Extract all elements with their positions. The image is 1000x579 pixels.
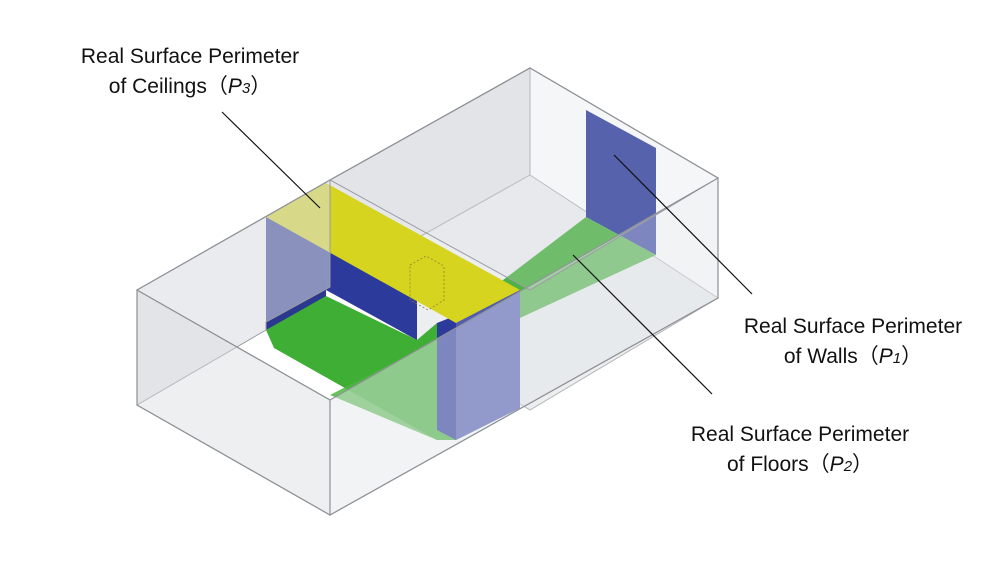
label-floors: Real Surface Perimeter of Floors（P2） xyxy=(665,420,935,482)
label-walls-text: of Walls xyxy=(783,345,858,368)
leader-ceilings xyxy=(221,111,321,209)
label-ceilings-line1: Real Surface Perimeter xyxy=(80,45,300,68)
floor-strip xyxy=(490,217,656,318)
label-ceilings: Real Surface Perimeter of Ceilings（P3） xyxy=(60,42,320,104)
label-walls-symbol: P xyxy=(878,345,893,368)
label-walls-line1: Real Surface Perimeter xyxy=(743,315,963,338)
label-floors-symbol: P xyxy=(829,453,844,476)
box-edges xyxy=(136,67,719,516)
label-floors-line1: Real Surface Perimeter xyxy=(690,423,910,446)
wall-front-outer xyxy=(456,290,520,440)
label-floors-subscript: 2 xyxy=(843,458,853,475)
floor-front-lower xyxy=(330,340,456,440)
label-ceilings-text: of Ceilings xyxy=(108,75,207,98)
label-ceilings-symbol: P xyxy=(227,75,242,98)
wall-right-panel xyxy=(586,110,656,255)
box-edge-inner xyxy=(329,177,719,401)
label-floors-text: of Floors xyxy=(726,453,809,476)
label-ceilings-line2: of Ceilings（P3） xyxy=(108,75,272,98)
leader-walls xyxy=(613,154,753,295)
label-walls-subscript: 1 xyxy=(892,350,902,367)
label-walls: Real Surface Perimeter of Walls（P1） xyxy=(718,312,988,374)
leader-floors xyxy=(572,254,713,395)
door-outline xyxy=(409,255,445,311)
label-floors-line2: of Floors（P2） xyxy=(726,453,874,476)
label-ceilings-subscript: 3 xyxy=(241,80,251,97)
label-walls-line2: of Walls（P1） xyxy=(783,345,923,368)
